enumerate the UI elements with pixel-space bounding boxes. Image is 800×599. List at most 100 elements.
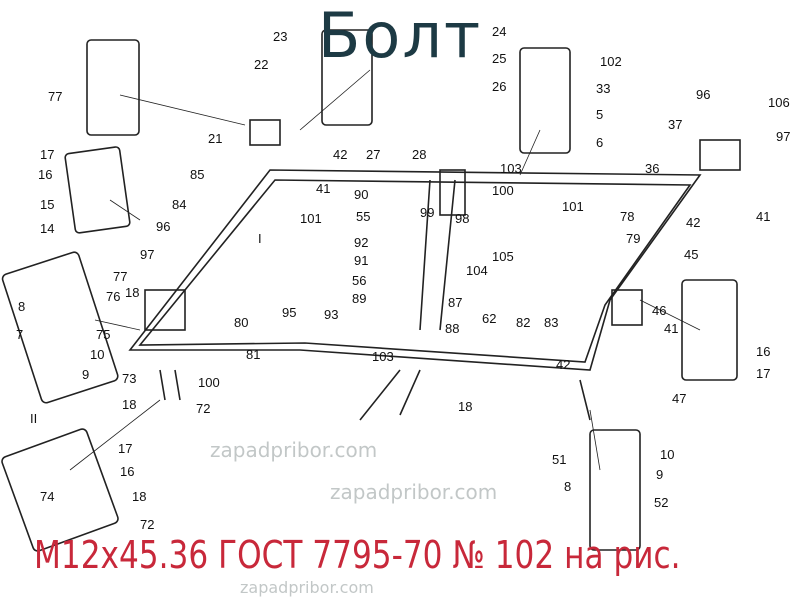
pipe-cross: [419, 179, 456, 331]
pipe-branch: [159, 369, 591, 421]
callout-number: 97: [776, 129, 791, 144]
callout-number: 84: [172, 197, 187, 212]
callout-number: 77: [48, 89, 63, 104]
callout-number: 77: [113, 269, 128, 284]
callout-number: 93: [324, 307, 339, 322]
callout-number: 42: [333, 147, 348, 162]
callout-number: 41: [316, 181, 331, 196]
callout-number: 9: [656, 467, 664, 482]
callout-number: 25: [492, 51, 507, 66]
callout-number: 80: [234, 315, 249, 330]
callout-number: 27: [366, 147, 381, 162]
callout-number: 62: [482, 311, 497, 326]
callout-number: 5: [596, 107, 604, 122]
callout-number: 18: [458, 399, 473, 414]
callout-number: 91: [354, 253, 369, 268]
watermark: zapadpribor.com: [210, 438, 378, 462]
callout-number: 16: [120, 464, 135, 479]
callout-number: 103: [372, 349, 394, 364]
callout-number: 6: [596, 135, 604, 150]
callout-number: 100: [492, 183, 514, 198]
valve-component: [249, 119, 281, 146]
callout-number: 46: [652, 303, 667, 318]
callout-number: 17: [756, 366, 771, 381]
callout-number: 45: [684, 247, 699, 262]
callout-number: 83: [544, 315, 559, 330]
callout-number: 98: [455, 211, 470, 226]
inset-clamp-left: [64, 146, 131, 234]
callout-number: 81: [246, 347, 261, 362]
inset-valve-top: [321, 29, 373, 126]
watermark: zapadpribor.com: [330, 480, 498, 504]
callout-number: 17: [118, 441, 133, 456]
callout-number: I: [258, 231, 262, 246]
inset-bracket: [519, 47, 571, 154]
callout-number: 75: [96, 327, 111, 342]
tank-component: [144, 289, 186, 331]
callout-number: 16: [756, 344, 771, 359]
callout-number: 90: [354, 187, 369, 202]
callout-number: 56: [352, 273, 367, 288]
callout-number: 8: [564, 479, 572, 494]
callout-number: 33: [596, 81, 611, 96]
callout-number: 15: [40, 197, 55, 212]
callout-number: 106: [768, 95, 790, 110]
callout-number: 101: [300, 211, 322, 226]
callout-number: 47: [672, 391, 687, 406]
callout-number: 72: [196, 401, 211, 416]
callout-number: 10: [660, 447, 675, 462]
callout-number: 99: [420, 205, 435, 220]
inset-bottom-left: [1, 428, 119, 552]
callout-number: 101: [562, 199, 584, 214]
callout-number: 8: [18, 299, 26, 314]
callout-number: 23: [273, 29, 288, 44]
callout-number: 105: [492, 249, 514, 264]
callout-number: 74: [40, 489, 55, 504]
inset-coupling-left: [1, 251, 119, 404]
callout-number: II: [30, 411, 38, 426]
callout-number: 18: [122, 397, 137, 412]
callout-number: 100: [198, 375, 220, 390]
callout-number: 37: [668, 117, 683, 132]
callout-number: 97: [140, 247, 155, 262]
callout-number: 18: [132, 489, 147, 504]
callout-number: 14: [40, 221, 55, 236]
callout-number: 51: [552, 452, 567, 467]
callout-number: 22: [254, 57, 269, 72]
callout-number: 104: [466, 263, 488, 278]
callout-number: 10: [90, 347, 105, 362]
callout-number: 96: [696, 87, 711, 102]
part-caption: М12х45.36 ГОСТ 7795-70 № 102 на рис.: [34, 533, 681, 577]
callout-number: 92: [354, 235, 369, 250]
callout-number: 89: [352, 291, 367, 306]
callout-number: 103: [500, 161, 522, 176]
valve-component-mid: [611, 289, 643, 326]
callout-number: 42: [686, 215, 701, 230]
callout-number: 21: [208, 131, 223, 146]
callout-number: 73: [122, 371, 137, 386]
callout-number: 17: [40, 147, 55, 162]
leader-lines: [69, 69, 701, 471]
callout-number: 42: [556, 357, 571, 372]
callout-number: 95: [282, 305, 297, 320]
filter-component: [439, 169, 466, 216]
callout-number: 9: [82, 367, 90, 382]
callout-number: 79: [626, 231, 641, 246]
callout-number: 7: [16, 327, 24, 342]
valve-component-right: [699, 139, 741, 171]
callout-number: 88: [445, 321, 460, 336]
inset-right-bracket: [681, 279, 738, 381]
watermark: zapadpribor.com: [240, 578, 374, 597]
callout-number: 18: [125, 285, 140, 300]
callout-number: 102: [600, 54, 622, 69]
callout-number: 41: [756, 209, 771, 224]
inset-coupling-bottom: [589, 429, 641, 551]
callout-number: 52: [654, 495, 669, 510]
callout-number: 76: [106, 289, 121, 304]
callout-number: 85: [190, 167, 205, 182]
callout-number: 82: [516, 315, 531, 330]
callout-number: 28: [412, 147, 427, 162]
callout-number: 72: [140, 517, 155, 532]
pipe-frame-inner: [138, 179, 692, 363]
